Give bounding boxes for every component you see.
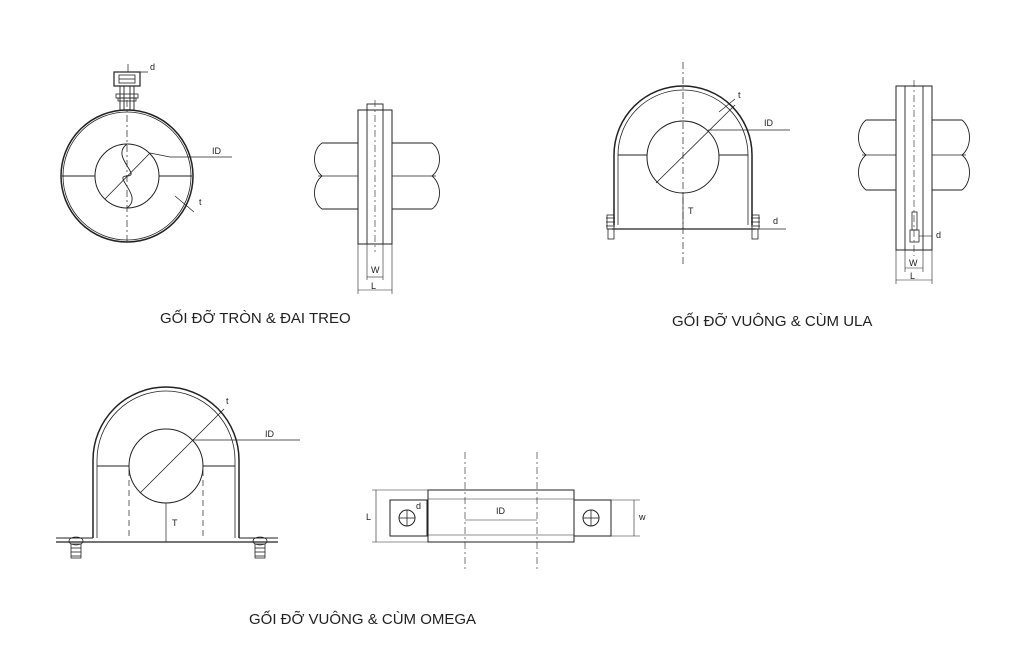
label-t-omega: t — [226, 396, 229, 406]
label-big-t-omega: T — [172, 518, 178, 528]
square-ula-side-view — [858, 80, 970, 284]
label-d-ula: d — [773, 216, 778, 226]
round-support-front-view — [60, 64, 232, 245]
label-id-round: ID — [212, 146, 222, 156]
label-id-ula: ID — [764, 118, 774, 128]
square-ula-front-view — [606, 62, 790, 265]
square-omega-front-view — [56, 386, 300, 559]
label-l-ula: L — [910, 271, 915, 281]
label-l-omega-top: L — [366, 512, 371, 522]
label-id-omega: ID — [265, 429, 275, 439]
label-big-t-ula: T — [688, 206, 694, 216]
label-t-ula: t — [738, 90, 741, 100]
label-id-omega-top: ID — [496, 506, 506, 516]
caption-round-hanger: GỐI ĐỠ TRÒN & ĐAI TREO — [160, 310, 351, 327]
label-t-round: t — [199, 197, 202, 207]
caption-square-omega: GỐI ĐỠ VUÔNG & CÙM OMEGA — [249, 611, 477, 628]
label-l-round: L — [371, 281, 376, 291]
label-w-omega-top: w — [638, 512, 646, 522]
hanger-clamp — [113, 64, 148, 111]
label-d-hanger: d — [150, 62, 155, 72]
label-w-round: W — [371, 265, 380, 275]
label-w-ula: W — [909, 258, 918, 268]
label-d-omega-top: d — [416, 501, 421, 511]
caption-square-ula: GỐI ĐỠ VUÔNG & CÙM ULA — [672, 313, 873, 330]
square-omega-top-view — [372, 452, 640, 572]
label-d-ula-side: d — [936, 230, 941, 240]
round-support-side-view — [314, 100, 440, 294]
